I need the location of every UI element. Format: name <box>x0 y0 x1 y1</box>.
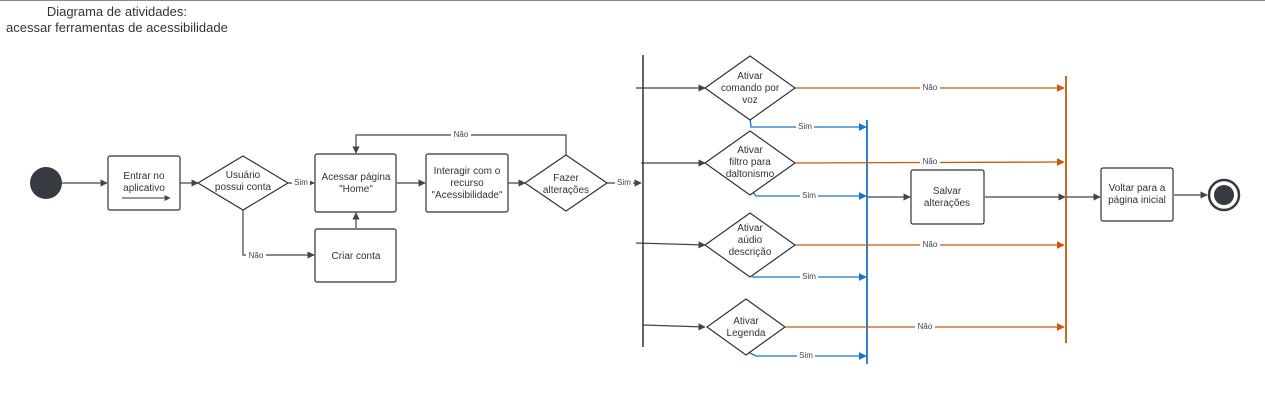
label-sim-voz: Sim <box>798 122 812 131</box>
interagir-text-2: recurso <box>450 178 484 189</box>
decision-filtro <box>703 130 797 196</box>
node-voltar <box>1100 167 1174 222</box>
decision-audio <box>703 212 797 278</box>
edge-voz-sim <box>749 117 867 131</box>
criar-text: Criar conta <box>332 251 381 262</box>
decision-fazer <box>523 154 609 212</box>
diagram-title: Diagrama de atividades: acessar ferramen… <box>6 4 228 36</box>
edge-nao-to-criar <box>242 210 315 259</box>
interagir-text-3: "Acessibilidade" <box>431 190 502 201</box>
entrar-text-1: Entrar no <box>123 171 165 182</box>
decision-legenda <box>705 298 787 356</box>
usuario-text-2: possui conta <box>215 182 272 193</box>
voltar-text-2: página inicial <box>1108 195 1166 206</box>
node-entrar <box>107 155 181 211</box>
label-nao-fazer: Não <box>454 130 469 139</box>
salvar-text-2: alterações <box>924 198 970 209</box>
label-nao-voz: Não <box>923 83 938 92</box>
label-nao-legenda: Não <box>918 322 933 331</box>
edge-fork-to-audio <box>635 241 706 249</box>
label-sim-usuario: Sim <box>294 178 308 187</box>
decision-usuario <box>196 155 290 211</box>
audio-text-2: aúdio <box>738 235 763 246</box>
voz-text-1: Ativar <box>737 71 763 82</box>
label-sim-audio: Sim <box>802 272 816 281</box>
salvar-text-1: Salvar <box>933 186 962 197</box>
label-sim-fazer: Sim <box>617 178 631 187</box>
fazer-text-1: Fazer <box>553 173 579 184</box>
entrar-text-2: aplicativo <box>123 183 165 194</box>
filtro-text-1: Ativar <box>737 145 763 156</box>
label-nao-usuario: Não <box>249 251 264 260</box>
node-interagir <box>425 153 509 213</box>
node-criar-conta <box>314 228 397 283</box>
acessar-text-2: "Home" <box>339 184 373 195</box>
label-nao-filtro: Não <box>923 157 938 166</box>
label-sim-filtro: Sim <box>802 191 816 200</box>
filtro-text-2: filtro para <box>729 157 771 168</box>
end-node-inner <box>1214 185 1234 205</box>
audio-text-1: Ativar <box>737 223 763 234</box>
title-line-2: acessar ferramentas de acessibilidade <box>6 20 228 35</box>
voltar-text-1: Voltar para a <box>1109 183 1166 194</box>
edge-legenda-sim <box>747 351 867 360</box>
filtro-text-3: daltonismo <box>726 169 775 180</box>
node-acessar-home <box>314 153 397 213</box>
voz-text-3: voz <box>742 95 758 106</box>
usuario-text-1: Usuário <box>226 170 261 181</box>
label-nao-audio: Não <box>923 240 938 249</box>
label-sim-legenda: Sim <box>799 351 813 360</box>
voz-text-2: comando por <box>721 83 780 94</box>
audio-text-3: descrição <box>729 247 772 258</box>
decision-voz <box>703 55 797 121</box>
acessar-text-1: Acessar página <box>322 172 391 183</box>
legenda-text-1: Ativar <box>733 316 759 327</box>
fazer-text-2: alterações <box>543 185 589 196</box>
legenda-text-2: Legenda <box>727 328 766 339</box>
node-salvar <box>910 169 985 225</box>
start-node <box>30 167 62 199</box>
top-border <box>0 0 1265 1</box>
edge-fork-to-legenda <box>642 323 706 331</box>
interagir-text-1: Interagir com o <box>434 166 501 177</box>
title-line-1: Diagrama de atividades: <box>46 4 188 19</box>
